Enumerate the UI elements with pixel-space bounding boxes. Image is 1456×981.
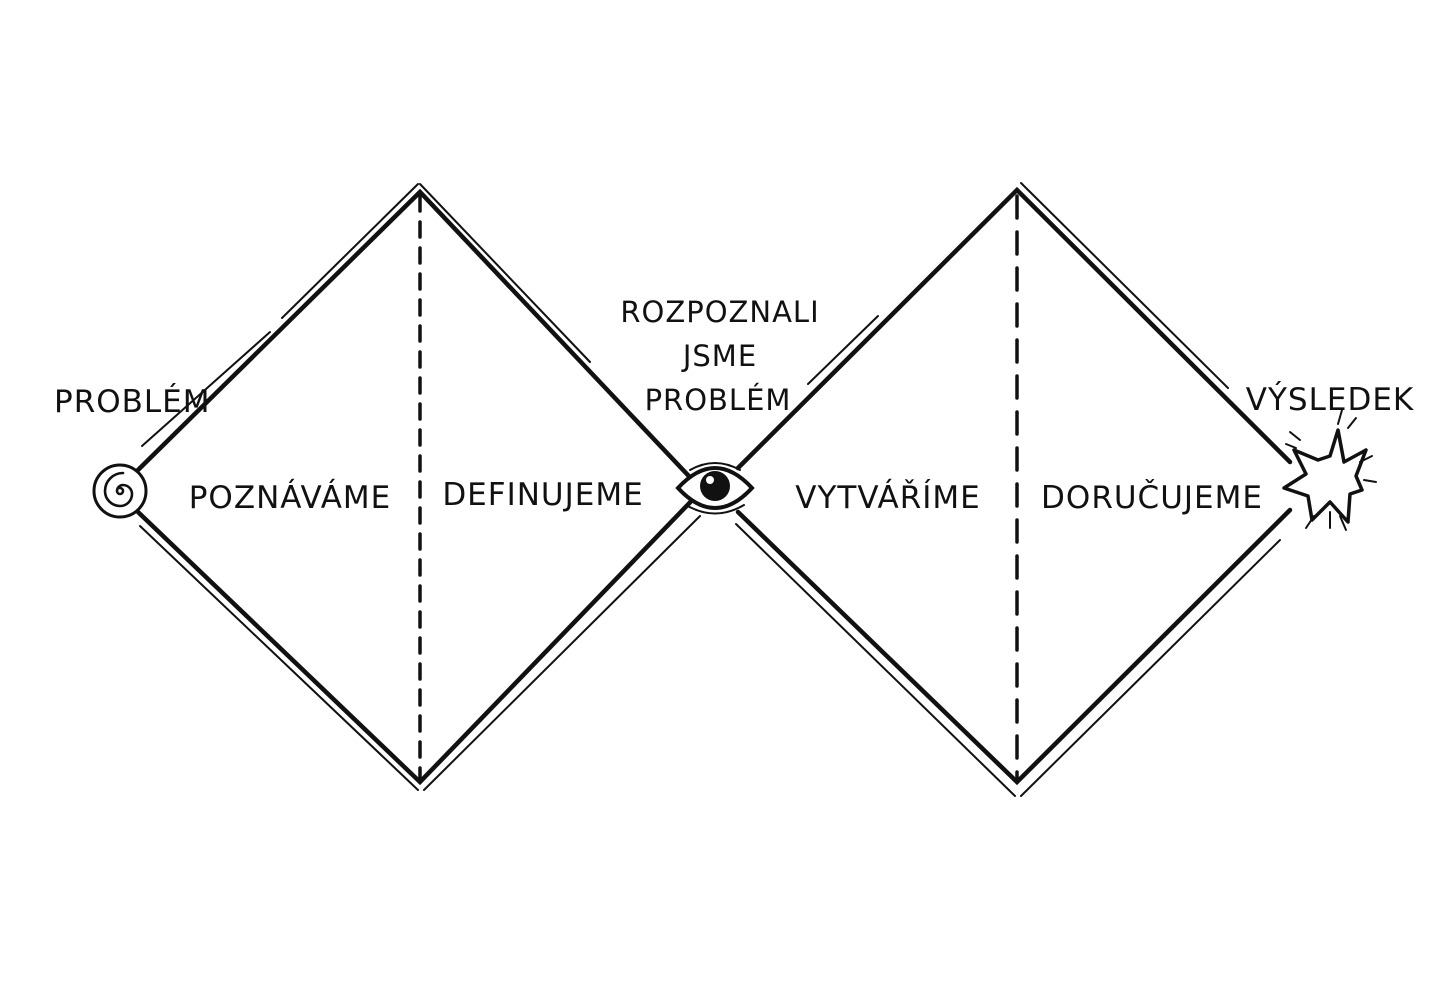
- phase-label-dorucujeme: DORUČUJEME: [1041, 479, 1263, 516]
- start-label: PROBLÉM: [54, 384, 211, 420]
- midpoint-label-line-2: JSME: [681, 339, 757, 373]
- diamond-right: [735, 182, 1293, 797]
- eye-icon: [675, 462, 755, 515]
- phase-label-poznavame: POZNÁVÁME: [189, 480, 392, 516]
- phase-label-definujeme: DEFINUJEME: [442, 477, 643, 513]
- midpoint-label-line-3: PROBLÉM: [645, 383, 792, 417]
- starburst-icon: [1282, 409, 1377, 531]
- phase-label-vytvarime: VYTVÁŘÍME: [795, 480, 981, 516]
- midpoint-label-line-1: ROZPOZNALI: [620, 295, 819, 329]
- end-label: VÝSLEDEK: [1246, 382, 1414, 418]
- spiral-icon: [92, 463, 148, 519]
